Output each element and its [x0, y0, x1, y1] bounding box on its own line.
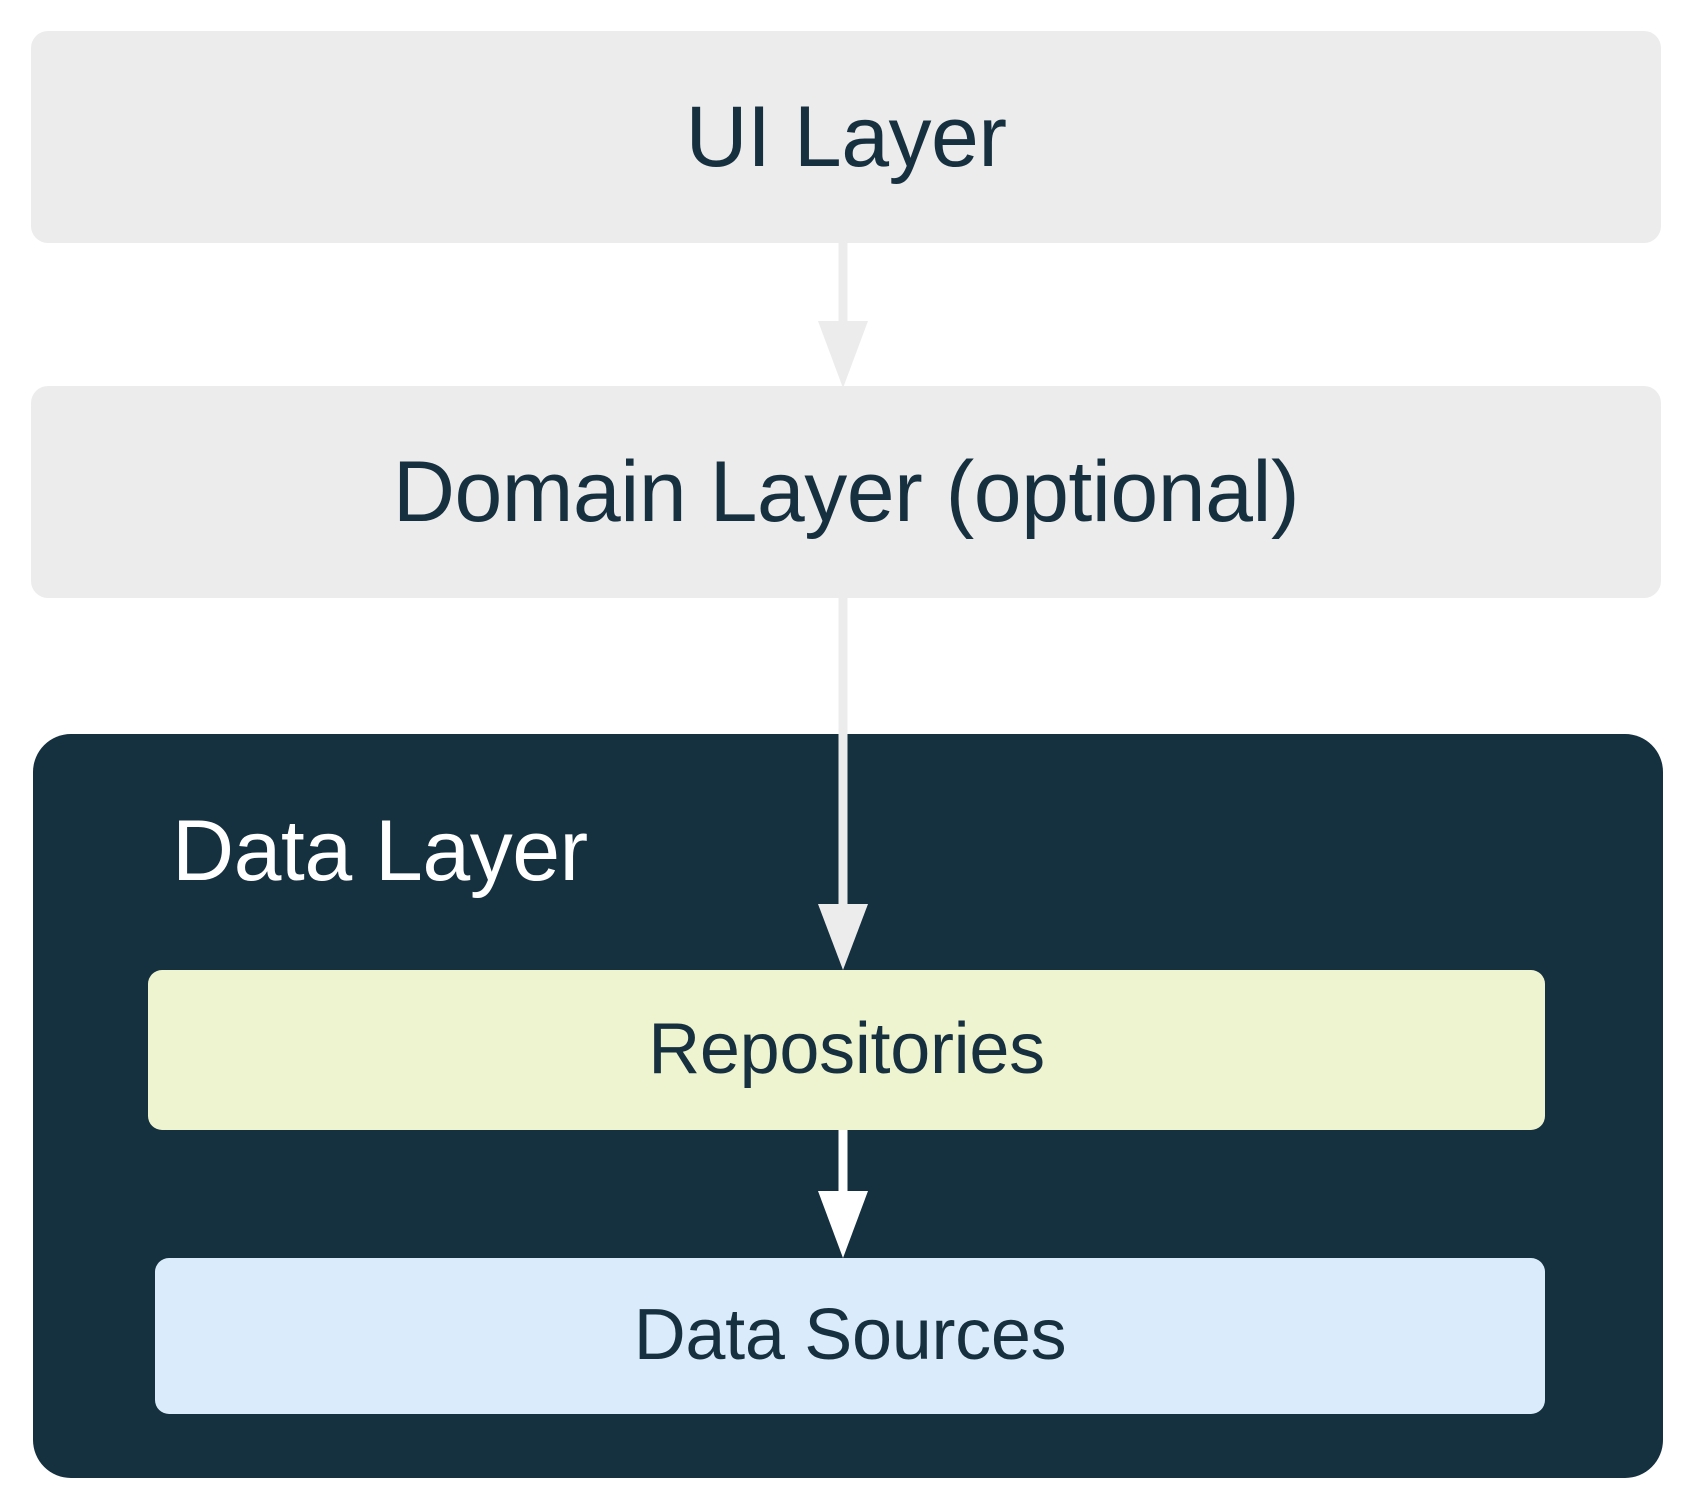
- repositories-box[interactable]: Repositories: [148, 970, 1545, 1130]
- ui-layer-box[interactable]: UI Layer: [31, 31, 1661, 243]
- arrow-stem: [838, 243, 848, 323]
- ui-layer-label: UI Layer: [685, 88, 1007, 185]
- domain-layer-label: Domain Layer (optional): [392, 443, 1300, 540]
- data-layer-label: Data Layer: [172, 803, 588, 899]
- arrow-ui-to-domain-icon: [818, 243, 868, 388]
- data-sources-box[interactable]: Data Sources: [155, 1258, 1545, 1414]
- data-sources-label: Data Sources: [633, 1295, 1067, 1376]
- repositories-label: Repositories: [648, 1009, 1045, 1090]
- domain-layer-box[interactable]: Domain Layer (optional): [31, 386, 1661, 598]
- arrow-head: [818, 321, 868, 388]
